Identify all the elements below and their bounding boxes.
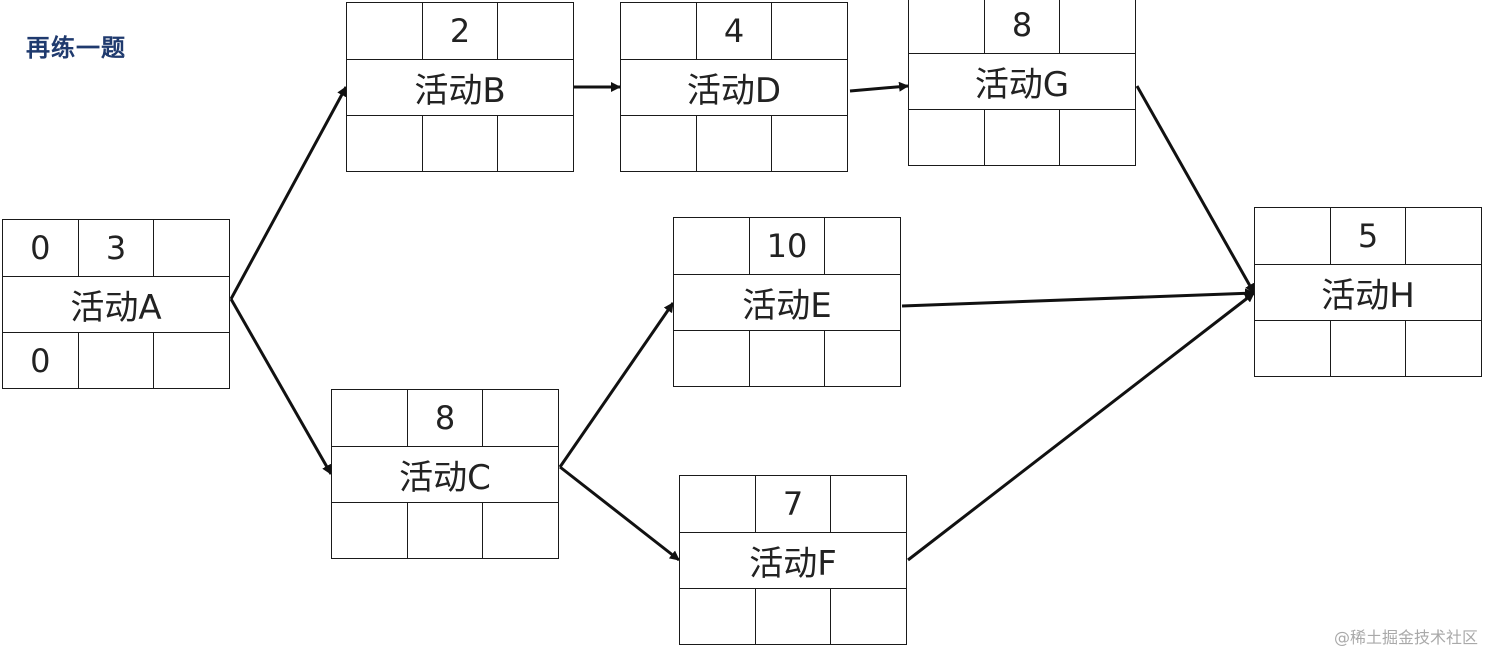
edge-g-h bbox=[1135, 85, 1256, 294]
edge-a-b bbox=[229, 86, 348, 300]
node-b-ef bbox=[497, 3, 573, 59]
node-g-ls bbox=[909, 110, 984, 166]
node-e-duration: 10 bbox=[748, 218, 825, 274]
node-h-float bbox=[1329, 321, 1406, 377]
node-a-lf bbox=[153, 333, 229, 389]
edge-d-g bbox=[849, 81, 909, 93]
node-activity-b: 2 活动B bbox=[346, 2, 574, 172]
node-activity-h: 5 活动H bbox=[1254, 207, 1482, 377]
node-f-label: 活动F bbox=[749, 543, 837, 584]
node-e-float bbox=[748, 331, 825, 387]
node-e-label: 活动E bbox=[742, 285, 832, 326]
node-c-label: 活动C bbox=[399, 457, 491, 498]
edge-e-h bbox=[901, 288, 1255, 308]
node-c-lf bbox=[482, 503, 558, 559]
node-b-lf bbox=[497, 116, 573, 172]
node-b-label: 活动B bbox=[414, 70, 506, 111]
node-h-ef bbox=[1405, 208, 1481, 264]
node-a-es: 0 bbox=[30, 229, 51, 267]
node-h-es bbox=[1255, 208, 1330, 264]
node-e-es bbox=[674, 218, 749, 274]
node-a-duration: 3 bbox=[77, 220, 154, 276]
node-g-ef bbox=[1059, 0, 1135, 53]
node-c-float bbox=[406, 503, 483, 559]
node-e-ls bbox=[674, 331, 749, 387]
node-activity-a: 0 3 活动A 0 bbox=[2, 219, 230, 389]
node-b-ls bbox=[347, 116, 422, 172]
node-f-ef bbox=[830, 476, 906, 532]
node-f-float bbox=[754, 589, 831, 645]
watermark: @稀土掘金技术社区 bbox=[1333, 628, 1478, 647]
node-d-float bbox=[695, 116, 772, 172]
node-f-duration: 7 bbox=[754, 476, 831, 532]
node-g-lf bbox=[1059, 110, 1135, 166]
node-d-ef bbox=[771, 3, 847, 59]
node-g-label: 活动G bbox=[974, 64, 1070, 105]
node-activity-g: 8 活动G bbox=[908, 0, 1136, 166]
node-g-es bbox=[909, 0, 984, 53]
node-b-float bbox=[421, 116, 498, 172]
node-e-ef bbox=[824, 218, 900, 274]
node-d-duration: 4 bbox=[695, 3, 772, 59]
node-f-es bbox=[680, 476, 755, 532]
node-d-es bbox=[621, 3, 696, 59]
node-a-ef bbox=[153, 220, 229, 276]
node-a-ls: 0 bbox=[30, 342, 51, 380]
edge-f-h bbox=[907, 291, 1255, 562]
node-d-lf bbox=[771, 116, 847, 172]
node-a-float bbox=[77, 333, 154, 389]
node-activity-f: 7 活动F bbox=[679, 475, 907, 645]
edge-c-e bbox=[558, 302, 675, 468]
node-f-lf bbox=[830, 589, 906, 645]
node-h-duration: 5 bbox=[1329, 208, 1406, 264]
node-activity-e: 10 活动E bbox=[673, 217, 901, 387]
node-h-label: 活动H bbox=[1321, 275, 1415, 316]
node-c-ls bbox=[332, 503, 407, 559]
node-d-ls bbox=[621, 116, 696, 172]
node-e-lf bbox=[824, 331, 900, 387]
node-g-duration: 8 bbox=[983, 0, 1060, 53]
node-b-duration: 2 bbox=[421, 3, 498, 59]
node-f-ls bbox=[680, 589, 755, 645]
node-g-float bbox=[983, 110, 1060, 166]
node-c-duration: 8 bbox=[406, 390, 483, 446]
node-b-es bbox=[347, 3, 422, 59]
edge-c-f bbox=[559, 465, 680, 562]
node-activity-c: 8 活动C bbox=[331, 389, 559, 559]
edge-a-c bbox=[229, 298, 333, 475]
node-h-ls bbox=[1255, 321, 1330, 377]
node-c-ef bbox=[482, 390, 558, 446]
node-activity-d: 4 活动D bbox=[620, 2, 848, 172]
node-h-lf bbox=[1405, 321, 1481, 377]
node-c-es bbox=[332, 390, 407, 446]
page-title: 再练一题 bbox=[26, 34, 126, 62]
node-d-label: 活动D bbox=[686, 70, 782, 111]
node-a-label: 活动A bbox=[70, 287, 162, 328]
